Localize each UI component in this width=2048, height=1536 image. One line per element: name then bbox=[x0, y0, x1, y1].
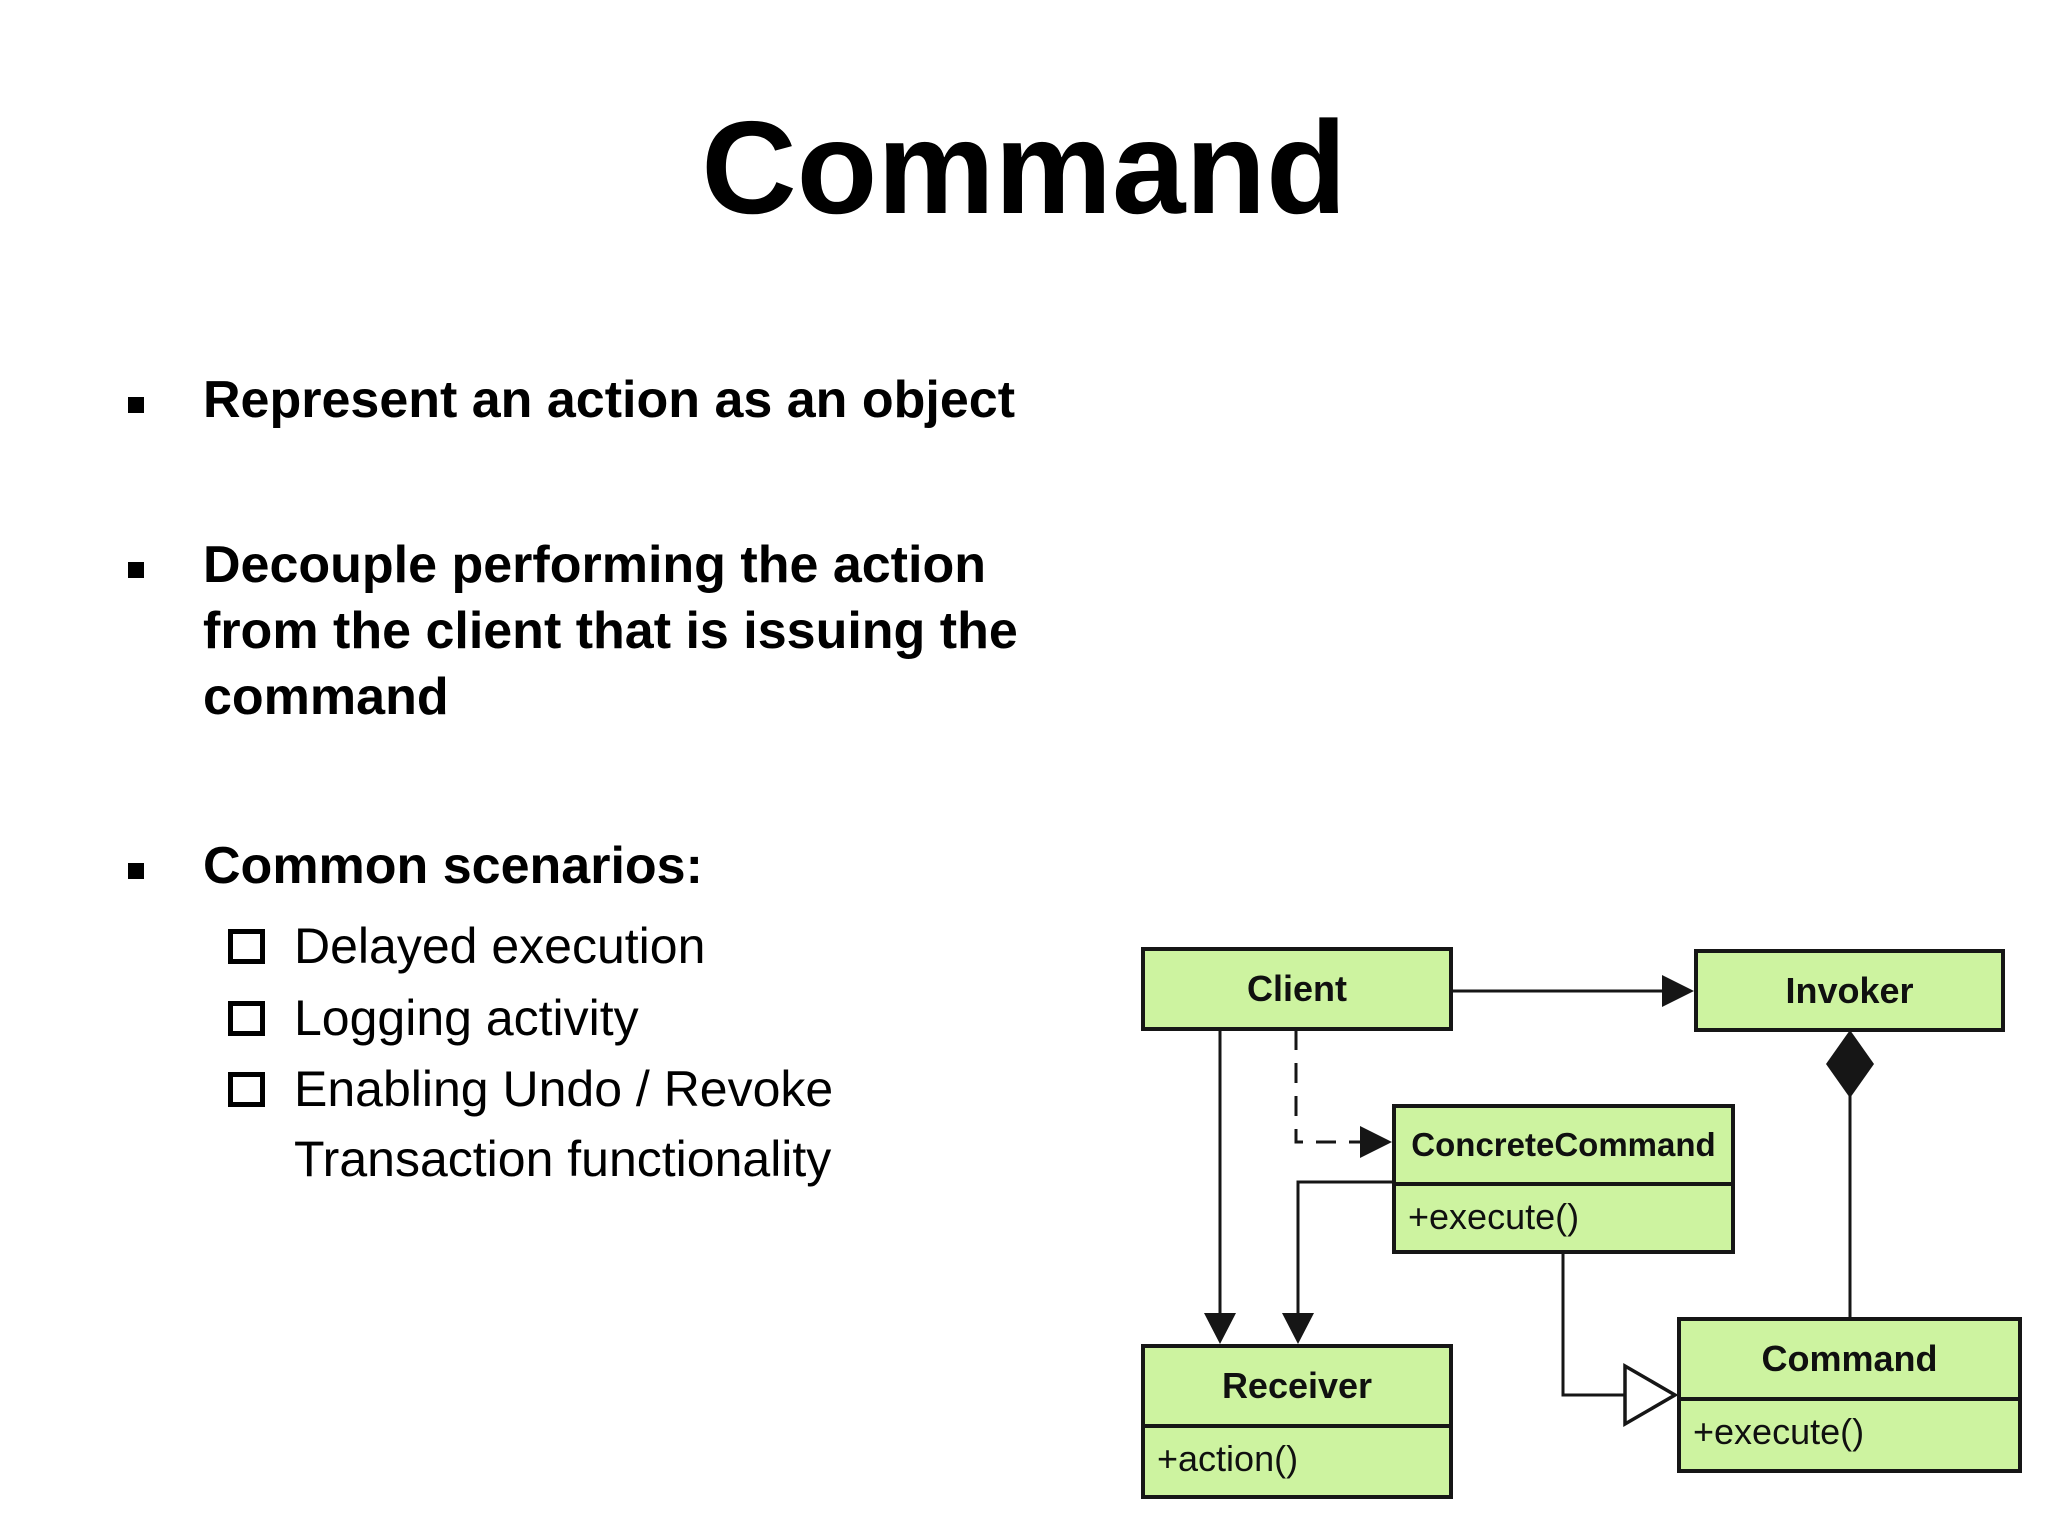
diamond-icon bbox=[1826, 1030, 1874, 1098]
square-bullet-icon bbox=[128, 863, 144, 879]
composition-invoker-command bbox=[1826, 1030, 1874, 1319]
hollow-square-bullet-icon bbox=[228, 1001, 265, 1036]
page-title: Command bbox=[701, 94, 1347, 241]
sub-bullet-item-1: Delayed execution bbox=[228, 911, 1054, 981]
uml-class-command: Command +execute() bbox=[1677, 1317, 2022, 1473]
association-client-invoker bbox=[1453, 975, 1694, 1007]
uml-class-concretecommand: ConcreteCommand +execute() bbox=[1392, 1104, 1735, 1254]
hollow-square-bullet-icon bbox=[228, 929, 265, 964]
inheritance-concretecommand-command bbox=[1561, 1252, 1679, 1428]
class-name: Invoker bbox=[1785, 969, 1914, 1011]
bullet-item-2: Decouple performing the action from the … bbox=[128, 532, 1203, 730]
class-name: Command bbox=[1761, 1338, 1938, 1379]
square-bullet-icon bbox=[128, 397, 144, 413]
arrowhead-icon bbox=[1360, 1126, 1392, 1158]
dependency-client-concretecommand bbox=[1294, 1030, 1392, 1158]
uml-class-invoker: Invoker bbox=[1694, 949, 2005, 1032]
bullet-line: Represent an action as an object bbox=[203, 371, 1016, 429]
arrowhead-icon bbox=[1204, 1313, 1236, 1344]
hollow-triangle-icon bbox=[1623, 1362, 1679, 1428]
class-name: Receiver bbox=[1221, 1365, 1373, 1406]
class-name: Client bbox=[1246, 968, 1347, 1009]
class-method: +execute() bbox=[1396, 1182, 1731, 1250]
bullet-line: Common scenarios: bbox=[203, 837, 703, 895]
bullet-line: command bbox=[203, 668, 449, 726]
class-name: ConcreteCommand bbox=[1411, 1126, 1716, 1163]
uml-class-receiver: Receiver +action() bbox=[1141, 1344, 1453, 1499]
bullet-line: from the client that is issuing the bbox=[203, 602, 1018, 660]
sub-bullet-line: Enabling Undo / Revoke bbox=[294, 1061, 834, 1117]
bullet-line: Decouple performing the action bbox=[203, 536, 986, 594]
association-client-receiver bbox=[1204, 1030, 1236, 1344]
class-method: +execute() bbox=[1681, 1397, 2018, 1469]
association-concretecommand-receiver bbox=[1282, 1180, 1392, 1344]
sub-bullet-item-3: Enabling Undo / Revoke Transaction funct… bbox=[228, 1054, 1054, 1194]
sub-bullet-line: Logging activity bbox=[294, 990, 639, 1046]
class-method: +action() bbox=[1145, 1424, 1449, 1495]
uml-class-client: Client bbox=[1141, 947, 1453, 1031]
bullet-item-1: Represent an action as an object bbox=[128, 367, 1203, 433]
arrowhead-icon bbox=[1662, 975, 1694, 1007]
hollow-square-bullet-icon bbox=[228, 1072, 265, 1107]
sub-bullet-line: Delayed execution bbox=[294, 918, 706, 974]
bullet-item-3: Common scenarios: bbox=[128, 833, 1203, 899]
sub-bullet-line: Transaction functionality bbox=[294, 1131, 832, 1187]
sub-bullet-item-2: Logging activity bbox=[228, 983, 1054, 1053]
arrowhead-icon bbox=[1282, 1313, 1314, 1344]
square-bullet-icon bbox=[128, 562, 144, 578]
